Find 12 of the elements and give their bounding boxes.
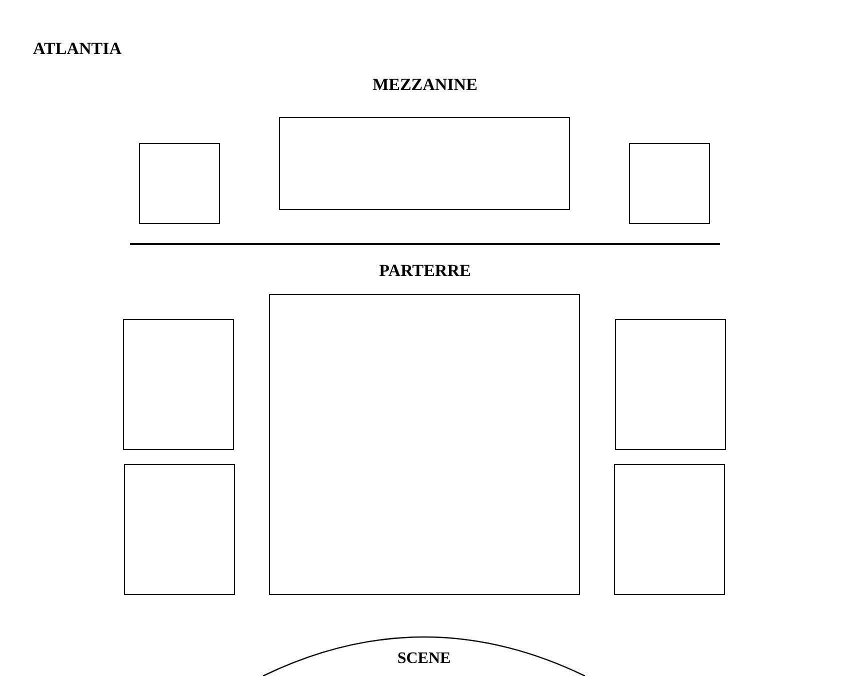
- seating-block: [615, 319, 726, 450]
- seating-block: [123, 319, 234, 450]
- seating-block: [614, 464, 725, 595]
- section-heading: PARTERRE: [379, 260, 471, 282]
- seating-block: [279, 117, 570, 210]
- seating-block: [629, 143, 710, 224]
- stage-label: SCENE: [397, 649, 451, 669]
- seating-block: [139, 143, 220, 224]
- section-heading: MEZZANINE: [372, 74, 478, 96]
- seating-block: [124, 464, 235, 595]
- title: ATLANTIA: [33, 38, 122, 60]
- seating-block: [269, 294, 580, 595]
